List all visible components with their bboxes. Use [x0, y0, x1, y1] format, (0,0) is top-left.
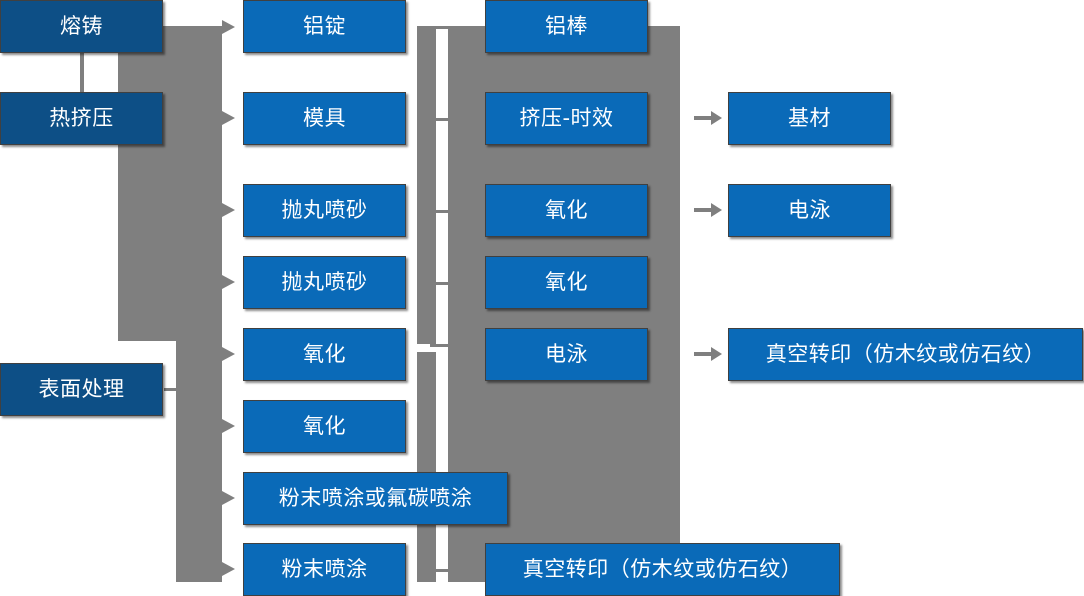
node-substrate-label: 基材	[788, 105, 831, 130]
connector-stage-surface-stub	[164, 388, 182, 391]
bus-arrow-icon-1	[222, 20, 235, 34]
bus-arrow-icon-6	[222, 419, 235, 433]
node-mold[interactable]: 模具	[243, 92, 406, 145]
node-oxidation-c3-2[interactable]: 氧化	[485, 256, 648, 309]
connector-rung-5	[430, 344, 452, 347]
node-powder-coating[interactable]: 粉末喷涂	[243, 543, 406, 596]
node-oxidation-c3-1[interactable]: 氧化	[485, 184, 648, 237]
node-oxidation-c2-1[interactable]: 氧化	[243, 328, 406, 381]
stage-melting[interactable]: 熔铸	[0, 0, 163, 53]
bus-arrow-icon-3	[222, 203, 235, 217]
stage-melting-label: 熔铸	[60, 13, 103, 38]
bus-arrow-icon-2	[222, 111, 235, 125]
connector-bus-bottom	[176, 341, 222, 582]
connector-rung-2	[430, 118, 452, 121]
bus-arrow-icon-4	[222, 275, 235, 289]
node-powder-or-fluorocarbon[interactable]: 粉末喷涂或氟碳喷涂	[243, 472, 508, 525]
bus-arrow-icon-5	[222, 347, 235, 361]
node-electrophoresis-c3-label: 电泳	[545, 341, 588, 366]
connector-bus-mid-left-tail	[417, 520, 436, 582]
node-oxidation-c2-2[interactable]: 氧化	[243, 400, 406, 453]
node-electrophoresis-c4-label: 电泳	[788, 197, 831, 222]
node-aluminum-bar[interactable]: 铝棒	[485, 0, 648, 53]
node-mold-label: 模具	[303, 105, 346, 130]
arrow-stem	[694, 352, 711, 356]
node-electrophoresis-c3[interactable]: 电泳	[485, 328, 648, 381]
arrow-extrude-to-substrate	[694, 111, 722, 125]
node-oxidation-c3-1-label: 氧化	[545, 197, 588, 222]
node-shotblast-2-label: 抛丸喷砂	[281, 269, 368, 294]
node-shotblast-2[interactable]: 抛丸喷砂	[243, 256, 406, 309]
node-shotblast-1[interactable]: 抛丸喷砂	[243, 184, 406, 237]
bus-arrow-icon-8	[222, 562, 235, 576]
node-vacuum-transfer-c4[interactable]: 真空转印（仿木纹或仿石纹）	[728, 328, 1083, 381]
connector-rung-4	[430, 282, 452, 285]
stage-surface-treatment[interactable]: 表面处理	[0, 363, 163, 416]
arrow-stem	[694, 116, 711, 120]
node-electrophoresis-c4[interactable]: 电泳	[728, 184, 891, 237]
connector-rung-3	[430, 210, 452, 213]
node-vacuum-transfer-c4-label: 真空转印（仿木纹或仿石纹）	[765, 341, 1046, 366]
node-oxidation-c3-2-label: 氧化	[545, 269, 588, 294]
bus-arrow-icon-7	[222, 491, 235, 505]
node-extrusion-aging-label: 挤压-时效	[519, 105, 614, 130]
connector-rung-6	[430, 569, 452, 572]
arrow-right-icon	[711, 347, 722, 361]
node-ingot-label: 铝锭	[303, 13, 346, 38]
node-aluminum-bar-label: 铝棒	[545, 13, 588, 38]
arrow-stem	[694, 208, 711, 212]
node-ingot[interactable]: 铝锭	[243, 0, 406, 53]
arrow-oxidation-to-electro	[694, 203, 722, 217]
node-vacuum-transfer-c3[interactable]: 真空转印（仿木纹或仿石纹）	[485, 543, 840, 596]
arrow-right-icon	[711, 203, 722, 217]
connector-rung-1	[430, 26, 452, 29]
node-powder-coating-label: 粉末喷涂	[281, 556, 368, 581]
arrow-electro-to-transfer	[694, 347, 722, 361]
connector-bus-top	[118, 26, 222, 341]
connector-bus-mid-left-lower	[417, 352, 436, 478]
node-oxidation-c2-2-label: 氧化	[303, 413, 346, 438]
node-powder-or-fluorocarbon-label: 粉末喷涂或氟碳喷涂	[278, 485, 473, 510]
stage-surface-treatment-label: 表面处理	[38, 376, 125, 401]
node-shotblast-1-label: 抛丸喷砂	[281, 197, 368, 222]
node-oxidation-c2-1-label: 氧化	[303, 341, 346, 366]
arrow-right-icon	[711, 111, 722, 125]
node-extrusion-aging[interactable]: 挤压-时效	[485, 92, 648, 145]
stage-extrusion[interactable]: 热挤压	[0, 92, 163, 145]
connector-bus-mid-left-upper	[417, 26, 436, 344]
node-vacuum-transfer-c3-label: 真空转印（仿木纹或仿石纹）	[522, 556, 803, 581]
node-substrate[interactable]: 基材	[728, 92, 891, 145]
connector-stage-melting-to-extrusion	[80, 52, 84, 92]
stage-extrusion-label: 热挤压	[49, 105, 114, 130]
